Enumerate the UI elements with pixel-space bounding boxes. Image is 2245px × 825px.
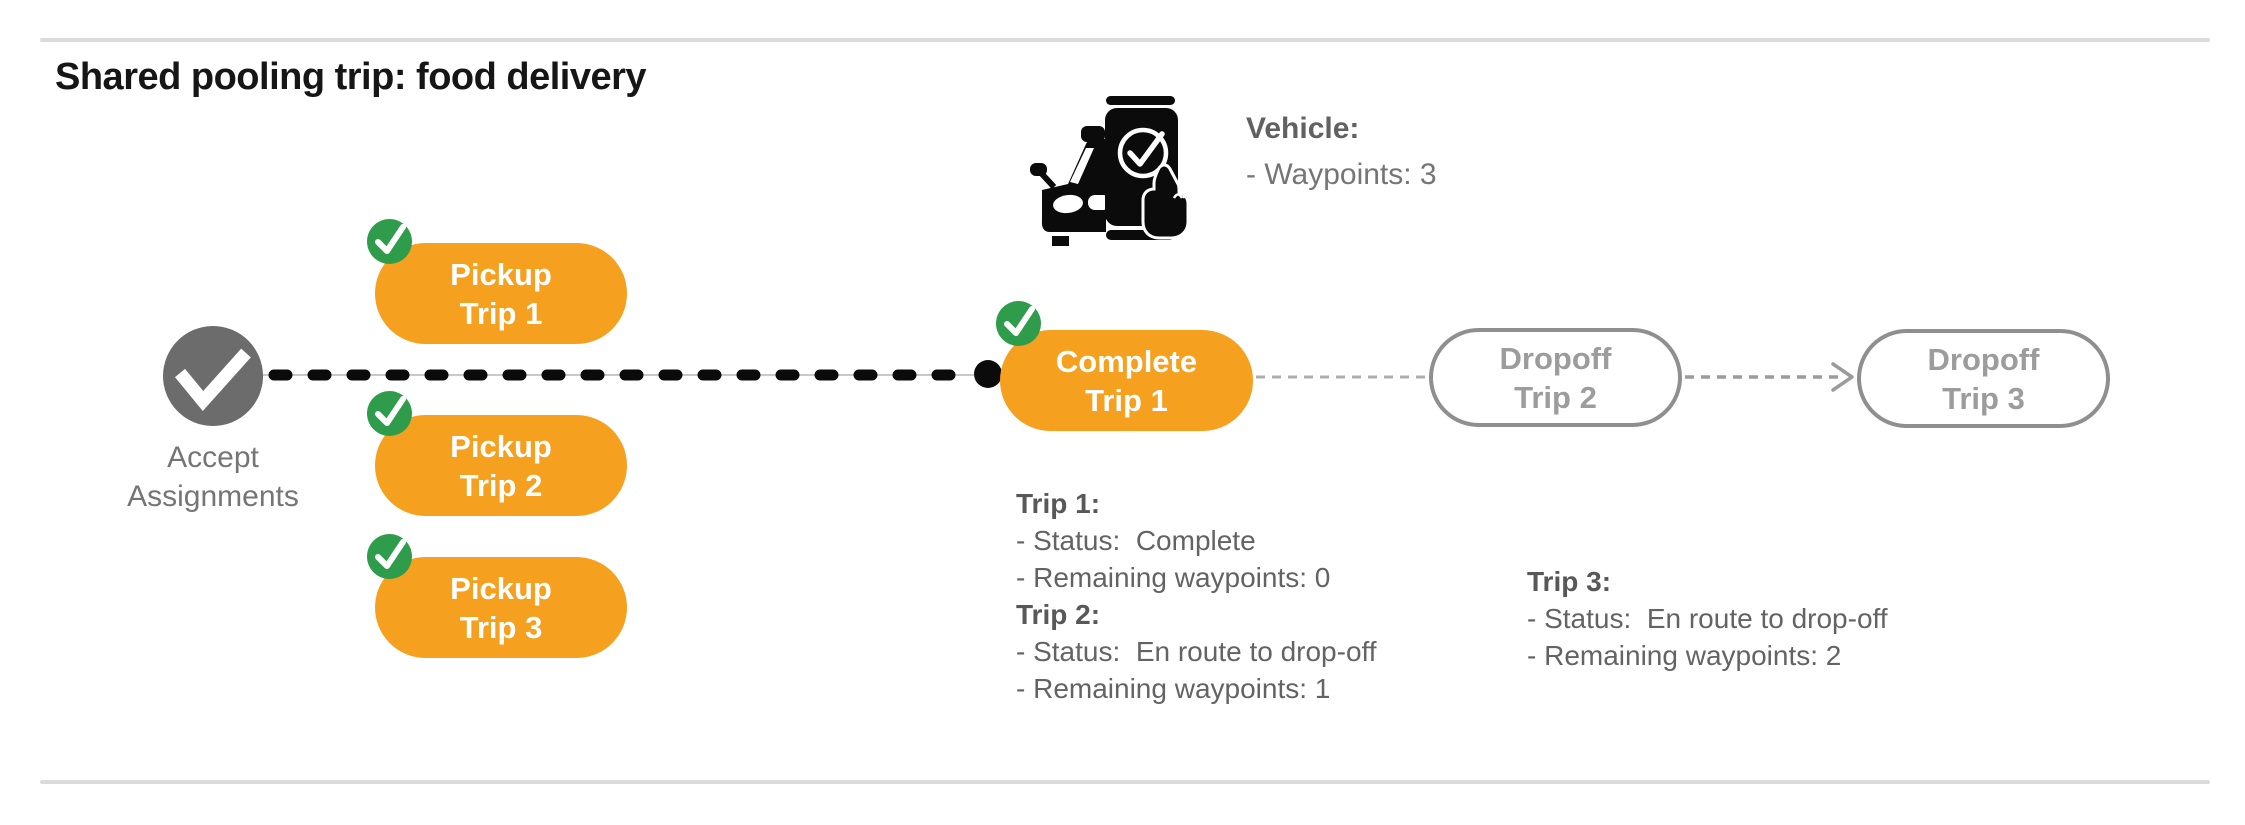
pill-label-line1: Pickup xyxy=(450,428,552,464)
accept-label-line2: Assignments xyxy=(127,480,299,513)
car-wheel xyxy=(1052,236,1069,246)
complete-trip-1-node: Complete Trip 1 xyxy=(1000,330,1253,431)
car-mirror-stem xyxy=(1039,171,1057,190)
car-window xyxy=(1053,194,1083,214)
trip-3-label: Trip 3: xyxy=(1527,566,1612,597)
pointing-hand xyxy=(1141,163,1190,240)
car-door-panel xyxy=(1088,195,1110,210)
check-badge-icon xyxy=(996,301,1041,346)
pill-label-line2: Trip 3 xyxy=(459,609,543,645)
check-mark xyxy=(1127,131,1165,167)
top-divider xyxy=(40,38,2210,42)
check-circle-outline xyxy=(1117,127,1169,179)
pickup-trip-2-node: Pickup Trip 2 xyxy=(375,415,627,516)
trip-1-waypoints: - Remaining waypoints: 0 xyxy=(1016,562,1331,593)
dropoff-trip-2-node: Dropoff Trip 2 xyxy=(1429,328,1682,427)
page-title: Shared pooling trip: food delivery xyxy=(55,56,647,98)
trip-3-waypoints: - Remaining waypoints: 2 xyxy=(1527,640,1842,671)
accept-label-line1: Accept xyxy=(167,441,259,474)
vehicle-info: Vehicle: - Waypoints: 3 xyxy=(1246,106,1437,198)
bottom-divider xyxy=(40,780,2210,784)
checkmark-icon xyxy=(174,348,251,411)
pill-label-line1: Pickup xyxy=(450,256,552,292)
vehicle-label: Vehicle: xyxy=(1246,112,1360,145)
trip-3-status: - Status: En route to drop-off xyxy=(1527,603,1888,634)
car-mirror xyxy=(1030,163,1047,176)
car-windshield xyxy=(1070,148,1094,184)
pill-label-line2: Trip 1 xyxy=(1085,382,1168,418)
hand-knuckles xyxy=(1172,193,1190,199)
pill-label-line1: Dropoff xyxy=(1499,340,1612,376)
pill-label-line2: Trip 3 xyxy=(1942,380,2025,416)
check-badge-icon xyxy=(367,534,412,579)
pill-label-line2: Trip 1 xyxy=(459,295,543,331)
check-badge-icon xyxy=(367,219,412,264)
current-position-dot xyxy=(974,360,1002,388)
dropoff-trip-3-node: Dropoff Trip 3 xyxy=(1857,329,2110,428)
pickup-trip-1-node: Pickup Trip 1 xyxy=(375,243,627,344)
pill-label-line1: Complete xyxy=(1055,343,1198,379)
pill-label-line2: Trip 2 xyxy=(1514,379,1597,415)
car-with-phone-check-icon xyxy=(1030,96,1190,246)
pill-label-line1: Dropoff xyxy=(1927,341,2040,377)
trip-1-label: Trip 1: xyxy=(1016,488,1101,519)
car-roof-sign xyxy=(1081,126,1105,142)
trip-3-details: Trip 3: - Status: En route to drop-off -… xyxy=(1527,563,1888,674)
pill-label-line1: Pickup xyxy=(450,570,552,606)
accept-assignments-node xyxy=(163,326,263,426)
trip-1-status: - Status: Complete xyxy=(1016,525,1256,556)
phone-top-cap xyxy=(1106,96,1175,105)
vehicle-waypoints: - Waypoints: 3 xyxy=(1246,158,1437,191)
trip-1-2-details: Trip 1: - Status: Complete - Remaining w… xyxy=(1016,485,1377,707)
trip-2-waypoints: - Remaining waypoints: 1 xyxy=(1016,673,1331,704)
pill-label-line2: Trip 2 xyxy=(459,467,543,503)
arrowhead-icon xyxy=(1831,362,1854,392)
check-badge-icon xyxy=(367,391,412,436)
accept-assignments-label: Accept Assignments xyxy=(88,438,338,516)
pickup-trip-3-node: Pickup Trip 3 xyxy=(375,557,627,658)
trip-2-status: - Status: En route to drop-off xyxy=(1016,636,1377,667)
trip-2-label: Trip 2: xyxy=(1016,599,1101,630)
